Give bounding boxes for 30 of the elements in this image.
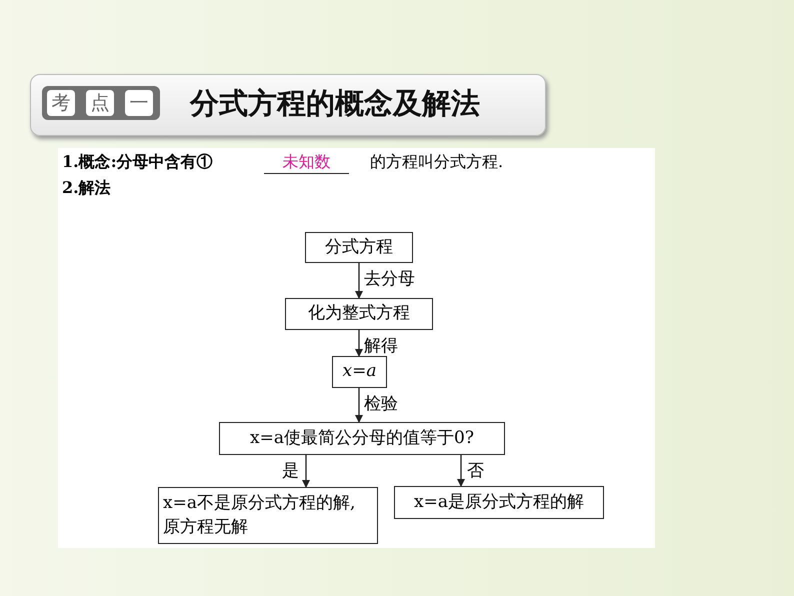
box-text: x=a不是原分式方程的解, 原方程无解 [163,492,356,538]
box-text: 化为整式方程 [308,302,410,326]
arrow [355,330,363,357]
box-text: x=a [342,360,376,384]
process-box [305,232,413,263]
edge-label: 检验 [364,393,398,415]
heading: 分式方程的概念及解法 [190,85,480,122]
edge-label: 解得 [364,335,398,357]
process-box [394,486,604,519]
tag-label: 考 [47,90,75,116]
text-line: 1.概念:分母中含有① [62,152,213,173]
arrow [302,455,310,488]
arrow [457,455,465,487]
edge-label: 去分母 [364,268,415,290]
box-text: 分式方程 [325,236,393,259]
edge-label: 是 [282,460,299,482]
arrow [355,263,363,299]
text-line: 2.解法 [62,178,111,199]
process-box [285,298,433,330]
fill-in-answer: 未知数 [264,152,349,174]
text-line: 的方程叫分式方程. [370,152,504,173]
process-box [332,356,387,388]
edge-label: 否 [467,460,484,482]
tag-label: 点 [86,90,114,116]
arrow [355,388,363,423]
process-box [158,487,378,544]
box-text: x=a使最简公分母的值等于0? [250,426,474,450]
process-box [219,422,505,455]
box-text: x=a是原分式方程的解 [414,490,584,514]
tag-label: 一 [125,90,153,116]
